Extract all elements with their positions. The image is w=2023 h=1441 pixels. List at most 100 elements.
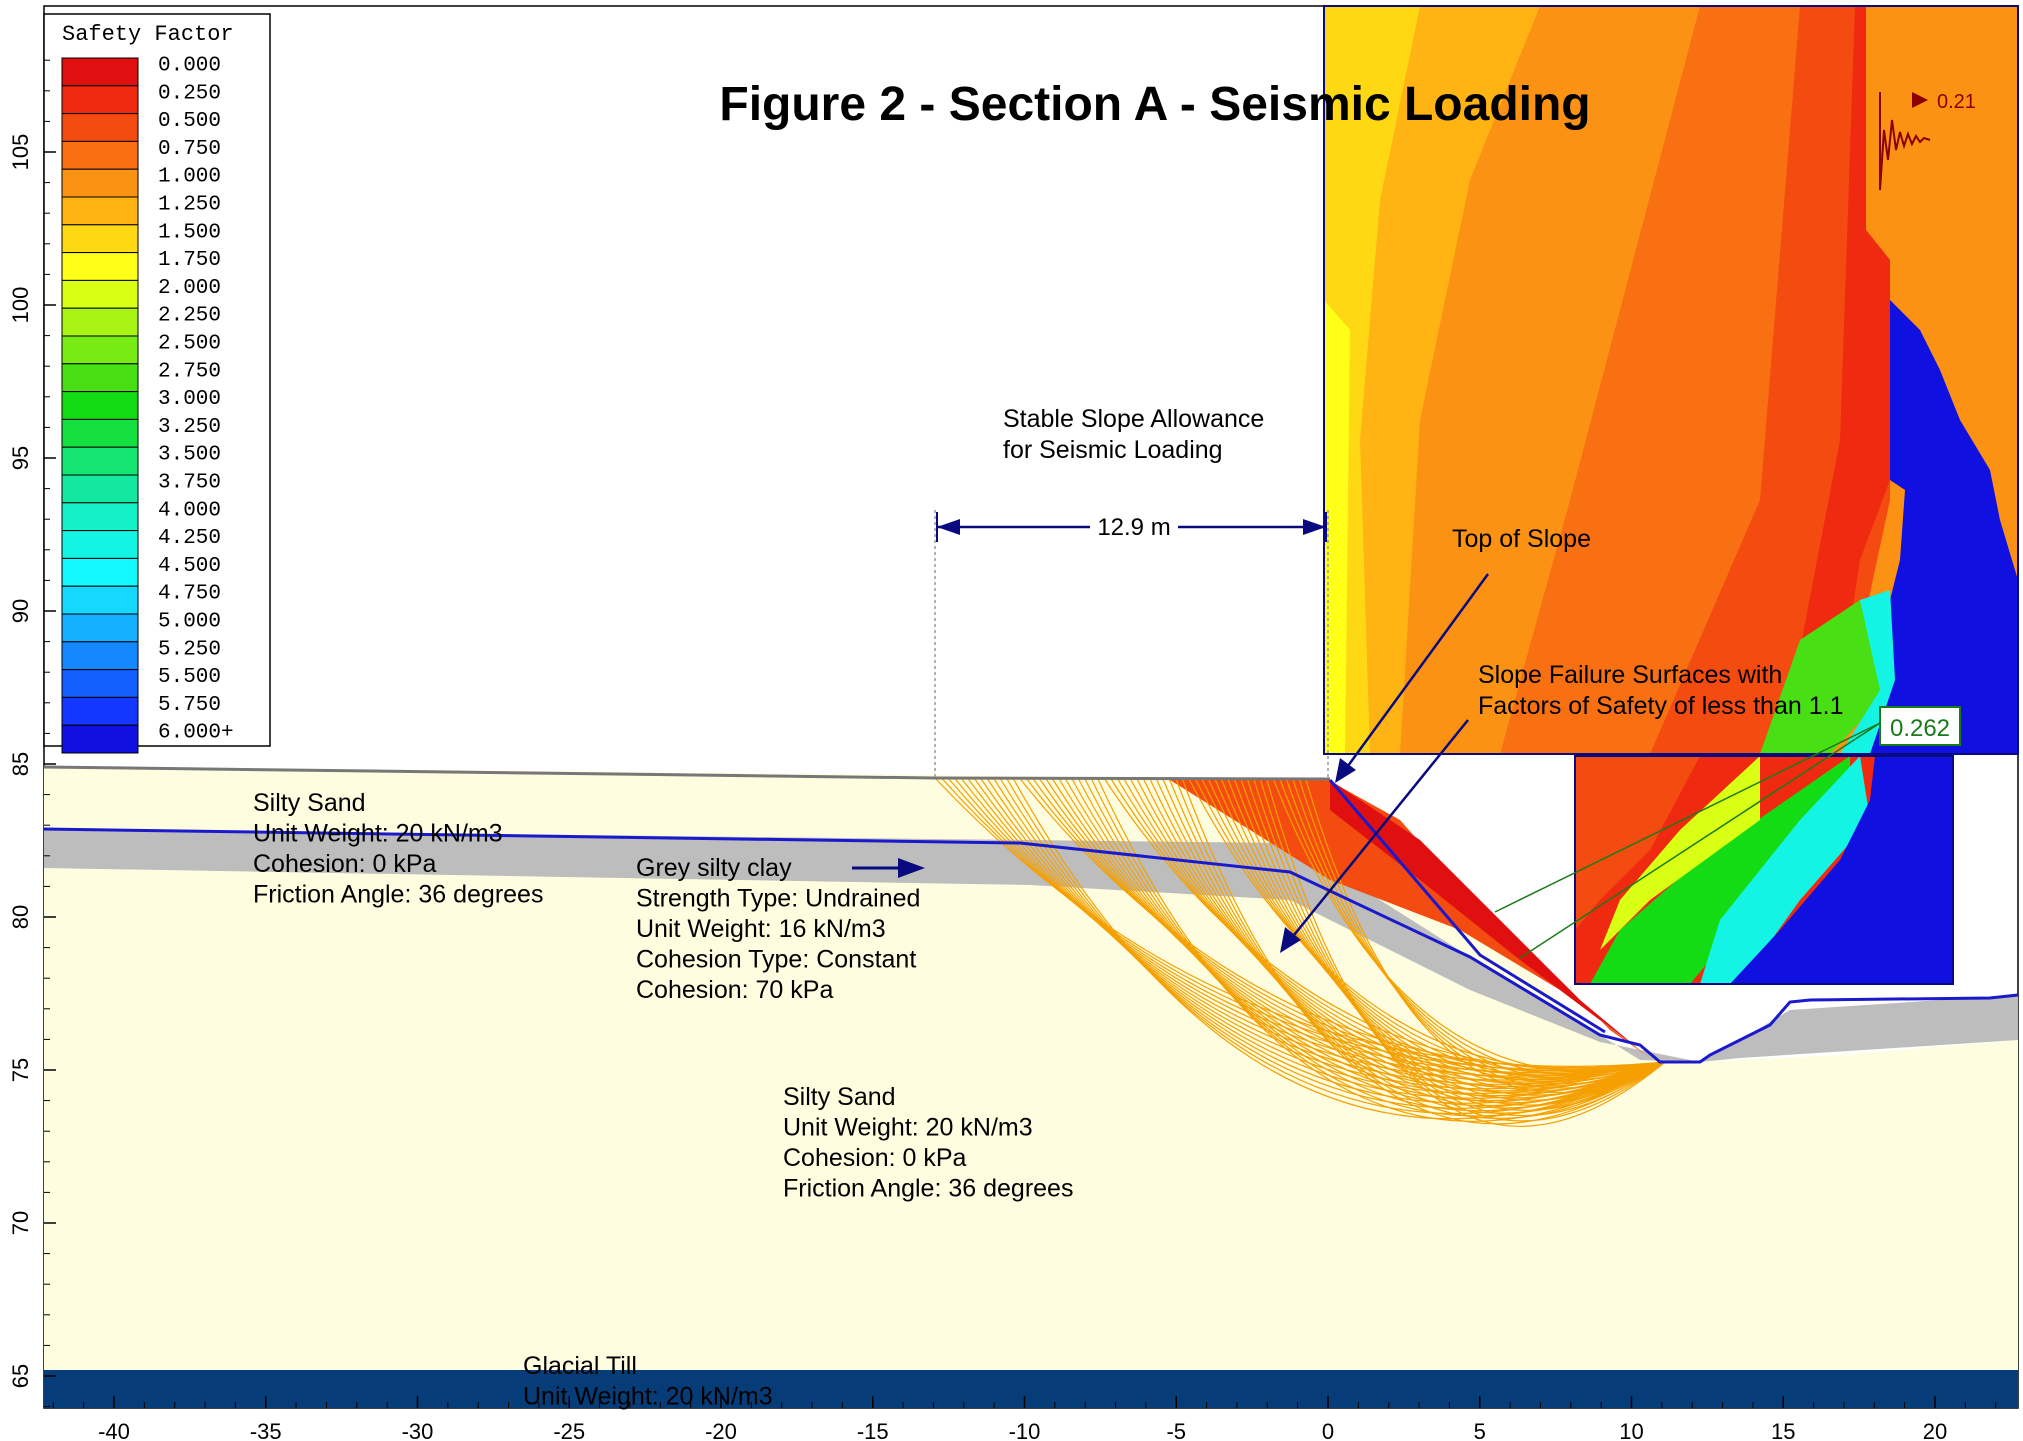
glacial-till-layer [44, 1370, 2018, 1408]
y-tick-label: 70 [8, 1211, 33, 1235]
legend-label: 2.750 [158, 360, 221, 383]
legend-label: 0.000 [158, 55, 221, 78]
failure-surface-line [1272, 777, 1666, 1073]
grey-silty-clay-layer [44, 829, 2018, 1062]
allowance-dimension: 12.9 m [934, 510, 1329, 778]
legend-label: 2.500 [158, 333, 221, 356]
top-of-slope-arrow [1343, 573, 1490, 771]
grey-clay-line: Cohesion Type: Constant [636, 946, 916, 974]
legend-label: 4.500 [158, 555, 221, 578]
silty-sand-bottom-line: Unit Weight: 20 kN/m3 [783, 1114, 1033, 1142]
legend-swatch [61, 696, 139, 726]
failure-surface-line [1304, 777, 1666, 1094]
glacial-till-line: Glacial Till [523, 1352, 637, 1380]
legend-swatch [61, 613, 139, 643]
failure-surface-line [1291, 777, 1666, 1085]
legend-entries: 0.0000.2500.5000.7501.0001.2501.5001.750… [61, 55, 234, 754]
failure-surface-arrow [1289, 719, 1469, 941]
failure-surfaces-line: Slope Failure Surfaces with [1478, 661, 1782, 689]
contour-frame [1323, 5, 2019, 755]
legend-swatch [61, 418, 139, 448]
legend-label: 5.750 [158, 694, 221, 717]
inset-band-cyan [1700, 756, 1870, 984]
contour-band-mixed [1760, 600, 1880, 754]
dimension-label: 12.9 m [1097, 514, 1170, 541]
legend-swatch [61, 669, 139, 698]
x-tick-label: 5 [1474, 1419, 1486, 1441]
x-tick-label: -40 [98, 1419, 130, 1441]
clay-top-boundary [43, 827, 2019, 1064]
legend-label: 4.250 [158, 527, 221, 550]
glacial-till-line: Unit Weight: 20 kN/m3 [523, 1383, 773, 1411]
failure-surface-line [1233, 777, 1666, 1101]
failure-surface-line [1181, 777, 1666, 1125]
y-tick-label: 100 [8, 287, 33, 324]
silty-sand-bottom-line: Silty Sand [783, 1083, 896, 1111]
contour-band-1.75 [1324, 300, 1350, 754]
silty-sand-region [44, 766, 2018, 1408]
failure-surface-line [1226, 777, 1666, 1096]
failure-surface-line [1278, 777, 1666, 1077]
failure-surface-line [1161, 777, 1666, 1109]
x-tick-label: -20 [705, 1419, 737, 1441]
legend-swatch [61, 85, 139, 115]
inset-band-red [1575, 756, 1700, 930]
x-tick-label: 0 [1322, 1419, 1334, 1441]
failure-surface-line [1103, 777, 1666, 1070]
legend-label: 1.500 [158, 221, 221, 244]
x-tick-label: -35 [250, 1419, 282, 1441]
x-tick-label: -15 [857, 1419, 889, 1441]
silty-sand-top-line: Friction Angle: 36 degrees [253, 881, 543, 909]
failure-surface-line [1252, 777, 1666, 1117]
failure-surface-line [934, 777, 1666, 1067]
x-tick-label: -10 [1009, 1419, 1041, 1441]
slope-face-boundary [1328, 779, 1606, 1034]
soil-layers [44, 766, 2018, 1408]
y-tick-label: 65 [8, 1364, 33, 1388]
failure-surface-line [1083, 777, 1666, 1112]
critical-slip-mass-core [1330, 780, 1640, 1050]
legend-swatch [61, 446, 139, 476]
silty-sand-top-line: Unit Weight: 20 kN/m3 [253, 820, 503, 848]
failure-surface-line [1005, 777, 1666, 1114]
failure-surface-line [1246, 777, 1666, 1111]
legend-label: 5.500 [158, 666, 221, 689]
legend-label: 3.000 [158, 388, 221, 411]
legend-label: 4.750 [158, 583, 221, 606]
annotation-arrows [852, 573, 1881, 959]
grey-clay-line: Cohesion: 70 kPa [636, 976, 833, 1004]
legend-label: 2.250 [158, 305, 221, 328]
contour-band-0.25 [1780, 6, 1890, 754]
silty-sand-bottom-line: Friction Angle: 36 degrees [783, 1175, 1073, 1203]
silty-sand-top-line: Cohesion: 0 kPa [253, 850, 437, 878]
legend-swatch [61, 335, 139, 365]
silty-sand-bottom-line: Cohesion: 0 kPa [783, 1144, 967, 1172]
seismic-wave-icon [1879, 92, 1931, 191]
figure-title: Figure 2 - Section A - Seismic Loading [719, 78, 1590, 131]
dimension-arrow-left [937, 519, 960, 535]
failure-surface-line [1129, 777, 1666, 1085]
y-tick-label: 105 [8, 134, 33, 171]
legend-swatch [61, 585, 139, 615]
legend-swatch [61, 502, 139, 532]
legend-swatch [61, 196, 139, 226]
failure-surfaces [934, 777, 1666, 1127]
contour-band-6.0 [1870, 300, 2018, 754]
failure-surface-line [1155, 777, 1666, 1104]
failure-surface-line [1174, 777, 1666, 1120]
legend-label: 5.250 [158, 638, 221, 661]
seismic-indicator: 0.21 [1879, 91, 1976, 191]
ground-surface-line [43, 765, 1331, 781]
legend-swatch [61, 557, 139, 587]
inset-frame [1574, 755, 1954, 985]
y-tick-label: 95 [8, 446, 33, 470]
silty-sand-top-line: Silty Sand [253, 789, 366, 817]
failure-surface-line [999, 777, 1666, 1109]
min-fs-leader-2 [1519, 722, 1881, 959]
